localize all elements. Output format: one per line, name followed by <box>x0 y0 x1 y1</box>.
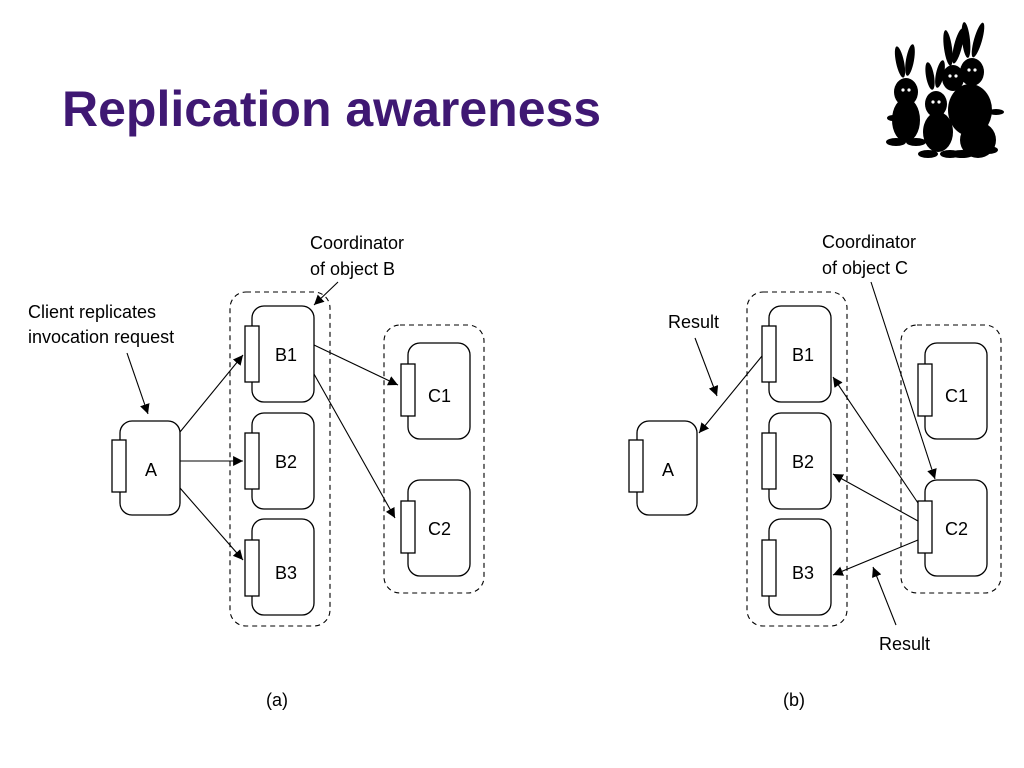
caption-a: (a) <box>266 690 288 710</box>
arrow-a-to-b3 <box>179 487 244 561</box>
object-c1-label: C1 <box>428 386 451 406</box>
arrow-coordinator-c <box>870 281 937 480</box>
object-b2-label: B2 <box>275 452 297 472</box>
bunny-silhouettes-icon <box>886 22 1004 158</box>
arrow-c2-to-b1 <box>832 376 919 504</box>
panel-b: A B1 B2 B3 C1 C2 <box>628 232 1002 710</box>
group-c-replicas <box>383 324 485 594</box>
object-b3-b: B3 <box>761 518 832 616</box>
group-b-replicas-b <box>746 291 848 627</box>
object-a-b: A <box>628 420 698 516</box>
object-c2-label: C2 <box>428 519 451 539</box>
result-label-bottom: Result <box>879 634 930 654</box>
coordinator-b-line2: of object B <box>310 259 395 279</box>
object-b1-b-label: B1 <box>792 345 814 365</box>
object-a: A <box>111 420 181 516</box>
arrow-b1-to-c1 <box>313 344 399 386</box>
object-b1-label: B1 <box>275 345 297 365</box>
object-b2: B2 <box>244 412 315 510</box>
object-c2-b: C2 <box>917 479 988 577</box>
object-b3-b-label: B3 <box>792 563 814 583</box>
coordinator-c-line2: of object C <box>822 258 908 278</box>
result-label-top: Result <box>668 312 719 332</box>
coordinator-b-line1: Coordinator <box>310 233 404 253</box>
client-replicates-line1: Client replicates <box>28 302 156 322</box>
caption-b: (b) <box>783 690 805 710</box>
object-a-b-label: A <box>662 460 674 480</box>
object-c1: C1 <box>400 342 471 440</box>
arrow-client-replicates <box>126 352 150 415</box>
object-c1-b-label: C1 <box>945 386 968 406</box>
arrow-result-top <box>694 337 719 397</box>
arrow-coordinator-b <box>313 281 339 306</box>
object-a-label: A <box>145 460 157 480</box>
object-c2-b-label: C2 <box>945 519 968 539</box>
coordinator-c-line1: Coordinator <box>822 232 916 252</box>
group-b-replicas <box>229 291 331 627</box>
object-c2: C2 <box>400 479 471 577</box>
arrow-b1-to-a <box>698 355 763 434</box>
object-b3: B3 <box>244 518 315 616</box>
panel-a: A B1 B2 B3 C1 C2 <box>28 233 485 710</box>
object-b1-b: B1 <box>761 305 832 403</box>
arrow-a-to-b1 <box>179 354 244 433</box>
object-b3-label: B3 <box>275 563 297 583</box>
client-replicates-line2: invocation request <box>28 327 174 347</box>
arrow-c2-to-b2 <box>832 473 919 522</box>
object-b1: B1 <box>244 305 315 403</box>
object-b2-b-label: B2 <box>792 452 814 472</box>
slide-title: Replication awareness <box>62 81 602 137</box>
arrow-result-bottom <box>872 566 897 626</box>
arrow-b1-to-c2 <box>313 373 396 519</box>
object-c1-b: C1 <box>917 342 988 440</box>
group-c-replicas-b <box>900 324 1002 594</box>
arrow-c2-to-b3 <box>832 539 919 576</box>
object-b2-b: B2 <box>761 412 832 510</box>
